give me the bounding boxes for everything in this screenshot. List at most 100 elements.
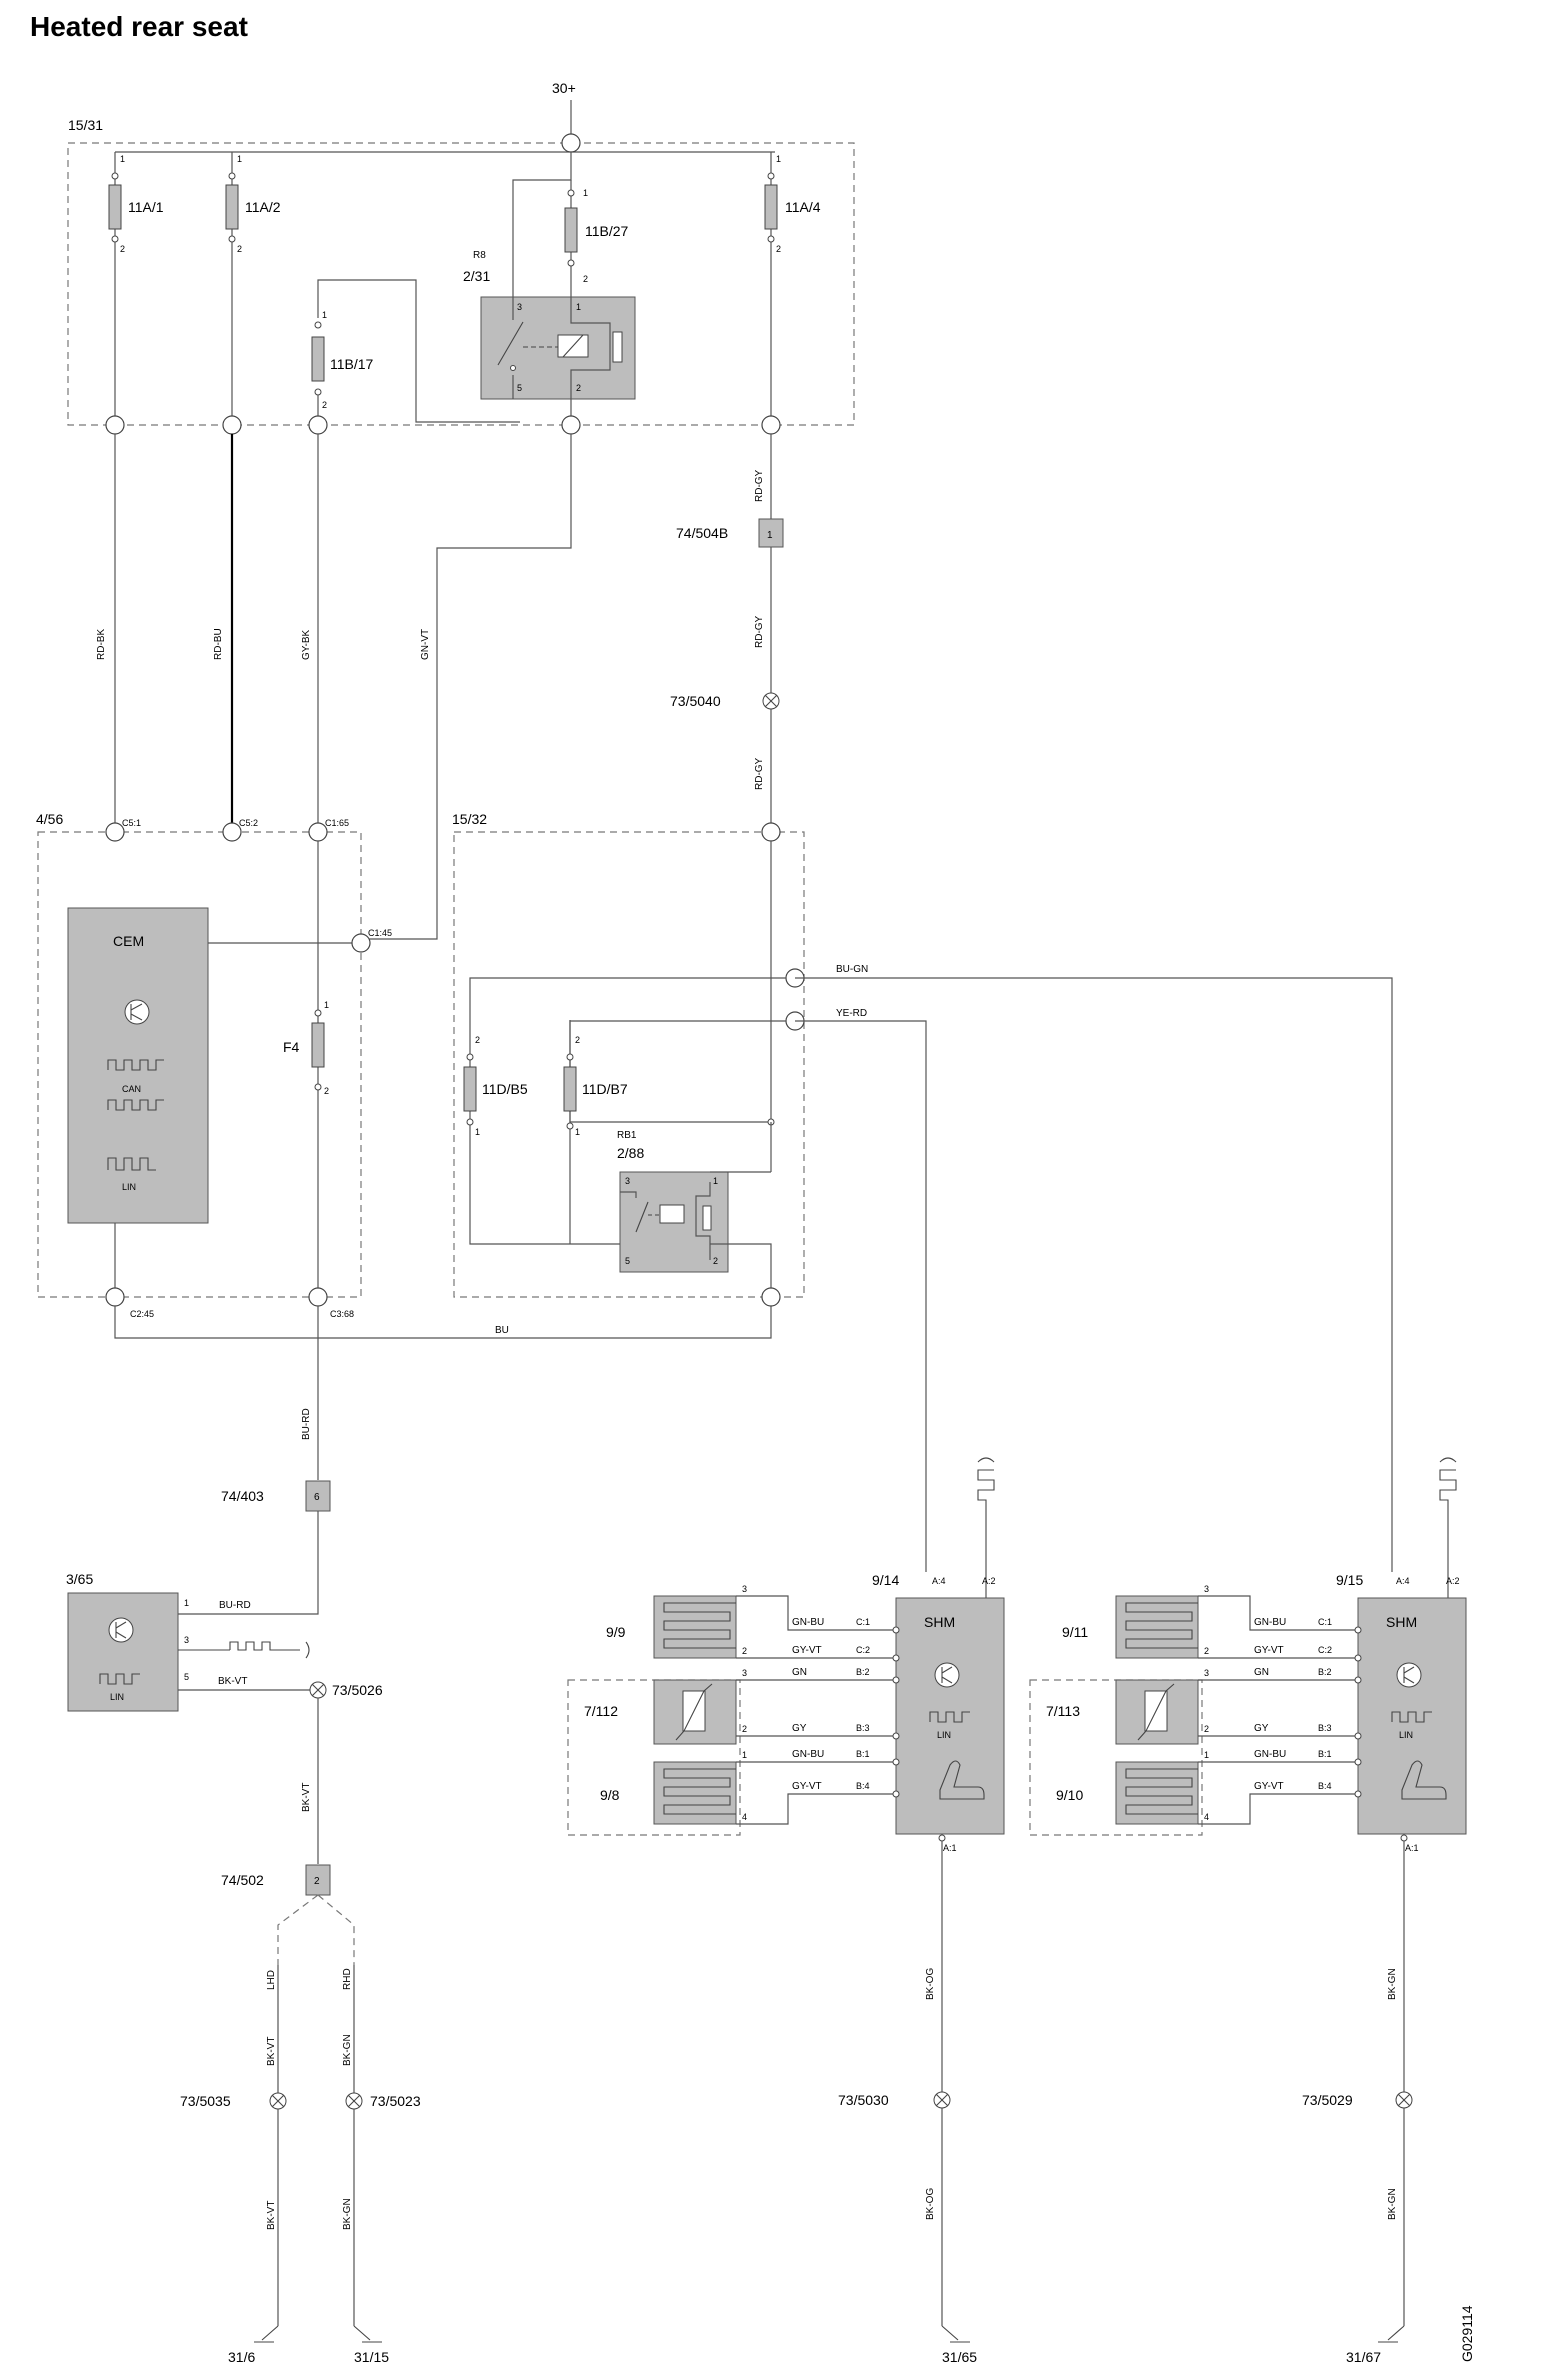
svg-text:2: 2 <box>576 383 581 393</box>
fuse-11d-b7-label: 11D/B7 <box>582 1081 628 1097</box>
svg-text:1: 1 <box>120 154 125 164</box>
svg-text:3: 3 <box>184 1635 189 1645</box>
svg-text:GN-BU: GN-BU <box>1254 1749 1286 1760</box>
svg-text:LHD: LHD <box>266 1970 277 1990</box>
fuse-box-15-32-frame <box>453 831 805 1298</box>
svg-text:1: 1 <box>576 302 581 312</box>
svg-text:1: 1 <box>713 1176 718 1186</box>
svg-text:C:2: C:2 <box>856 1645 870 1655</box>
connector-74-403 <box>305 1480 331 1512</box>
wire-bu-gn <box>795 977 1393 1572</box>
connector-74-504b-label: 74/504B <box>676 525 728 541</box>
heater-9-8-label: 9/8 <box>600 1787 620 1803</box>
splice-73-5040: 73/5040 <box>670 693 721 709</box>
svg-text:GY: GY <box>1254 1723 1269 1734</box>
shm-left-module <box>895 1597 1005 1835</box>
cem-frame-label: 4/56 <box>36 811 63 827</box>
shm-left-id: 9/14 <box>872 1572 899 1588</box>
svg-text:4: 4 <box>742 1812 747 1822</box>
heater-9-9-label: 9/9 <box>606 1624 626 1640</box>
svg-text:GY-VT: GY-VT <box>792 1645 822 1656</box>
connector-74-502 <box>305 1864 331 1896</box>
svg-text:C5:1: C5:1 <box>122 818 141 828</box>
wire-11b17-relay <box>317 279 520 423</box>
svg-text:A:1: A:1 <box>943 1843 957 1853</box>
svg-text:GY-VT: GY-VT <box>1254 1781 1284 1792</box>
svg-text:GY-BK: GY-BK <box>301 629 312 660</box>
svg-text:RD-GY: RD-GY <box>754 615 765 648</box>
svg-text:2: 2 <box>324 1086 329 1096</box>
fuse-11a-1 <box>108 184 122 230</box>
svg-text:RD-BK: RD-BK <box>96 629 107 660</box>
svg-text:1: 1 <box>1204 1750 1209 1760</box>
connector-74-504b <box>758 518 784 548</box>
fuse-f4 <box>311 1022 325 1068</box>
heater-9-8 <box>653 1761 737 1825</box>
fuse-11b-17 <box>311 336 325 382</box>
splice-73-5029: 73/5029 <box>1302 2092 1353 2108</box>
svg-text:BK-GN: BK-GN <box>342 2198 353 2230</box>
splice-73-5030: 73/5030 <box>838 2092 889 2108</box>
svg-text:BK-OG: BK-OG <box>925 1968 936 2000</box>
svg-text:BU: BU <box>495 1325 509 1336</box>
svg-text:2: 2 <box>742 1646 747 1656</box>
svg-text:C5:2: C5:2 <box>239 818 258 828</box>
svg-text:B:2: B:2 <box>856 1667 870 1677</box>
svg-text:BU-RD: BU-RD <box>301 1408 312 1440</box>
module-3-65-label: 3/65 <box>66 1571 93 1587</box>
svg-text:B:4: B:4 <box>856 1781 870 1791</box>
fuse-box-15-31-frame <box>67 142 855 426</box>
sensor-7-112-label: 7/112 <box>584 1703 618 1719</box>
svg-text:BK-VT: BK-VT <box>266 2201 277 2230</box>
relay-rb1-coil <box>659 1204 685 1224</box>
svg-text:C:1: C:1 <box>856 1617 870 1627</box>
svg-text:A:4: A:4 <box>1396 1576 1410 1586</box>
svg-text:2: 2 <box>1204 1646 1209 1656</box>
relay-r8-label: R8 <box>473 250 486 261</box>
svg-text:1: 1 <box>237 154 242 164</box>
svg-text:B:3: B:3 <box>856 1723 870 1733</box>
svg-text:1: 1 <box>184 1598 189 1608</box>
ground-31-67: 31/67 <box>1346 2349 1381 2365</box>
svg-text:C2:45: C2:45 <box>130 1309 154 1319</box>
splice-73-5023: 73/5023 <box>370 2093 421 2109</box>
svg-text:2: 2 <box>575 1035 580 1045</box>
cem-lin-label: LIN <box>122 1182 136 1192</box>
svg-text:6: 6 <box>314 1492 320 1503</box>
svg-text:3: 3 <box>625 1176 630 1186</box>
connector-74-403-label: 74/403 <box>221 1488 264 1504</box>
svg-text:BK-GN: BK-GN <box>1387 1968 1398 2000</box>
svg-text:LIN: LIN <box>937 1730 951 1740</box>
svg-text:C:2: C:2 <box>1318 1645 1332 1655</box>
svg-text:C:1: C:1 <box>1318 1617 1332 1627</box>
svg-text:2: 2 <box>322 400 327 410</box>
svg-text:BK-GN: BK-GN <box>1387 2188 1398 2220</box>
svg-text:3: 3 <box>742 1584 747 1594</box>
relay-r8-pos: 2/31 <box>463 268 490 284</box>
svg-text:BK-GN: BK-GN <box>342 2034 353 2066</box>
svg-text:RHD: RHD <box>342 1968 353 1990</box>
fuse-box-15-31-label: 15/31 <box>68 117 103 133</box>
cem-module <box>67 907 209 1224</box>
fuse-11b-27-label: 11B/27 <box>585 223 629 239</box>
svg-text:A:2: A:2 <box>982 1576 996 1586</box>
cem-frame <box>37 831 362 1298</box>
fuse-f4-label: F4 <box>283 1039 300 1055</box>
heater-9-11-label: 9/11 <box>1062 1624 1088 1640</box>
svg-text:GN-BU: GN-BU <box>1254 1617 1286 1628</box>
svg-text:GN: GN <box>792 1667 807 1678</box>
fuse-11a-2-label: 11A/2 <box>245 199 281 215</box>
fuse-11a-4-label: 11A/4 <box>785 199 821 215</box>
svg-text:LIN: LIN <box>1399 1730 1413 1740</box>
svg-text:B:3: B:3 <box>1318 1723 1332 1733</box>
svg-text:B:4: B:4 <box>1318 1781 1332 1791</box>
svg-text:3: 3 <box>742 1668 747 1678</box>
svg-text:BU-GN: BU-GN <box>836 964 868 975</box>
fuse-11a-1-label: 11A/1 <box>128 199 164 215</box>
fuse-11d-b5 <box>463 1066 477 1112</box>
svg-text:2: 2 <box>742 1724 747 1734</box>
cem-label: CEM <box>113 933 144 949</box>
svg-text:GY: GY <box>792 1723 807 1734</box>
svg-text:4: 4 <box>1204 1812 1209 1822</box>
